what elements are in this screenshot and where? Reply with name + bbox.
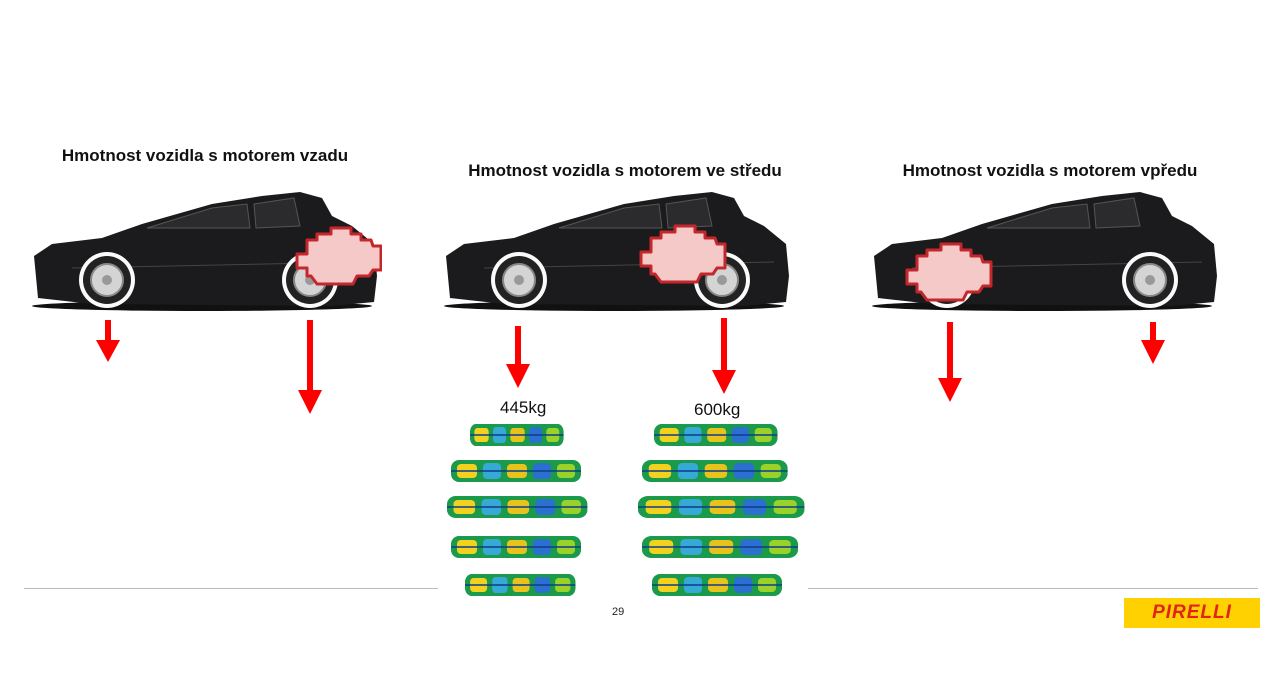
car-mid-engine [444, 191, 790, 312]
weight-label-rear: 600kg [694, 400, 741, 419]
pirelli-logo-text: PIRELLI [1152, 602, 1232, 623]
weight-arrow-front-large [938, 322, 962, 402]
car-rear-engine [32, 191, 382, 312]
weight-arrow-front-mid [506, 326, 530, 388]
weight-label-front: 445kg [500, 398, 547, 417]
tire-footprint-rear [637, 423, 806, 597]
title-front-engine: Hmotnost vozidla s motorem vpředu [902, 161, 1198, 180]
tire-footprint-front [446, 423, 589, 597]
title-mid-engine: Hmotnost vozidla s motorem ve středu [468, 161, 782, 180]
weight-arrow-rear-small [1141, 322, 1165, 364]
weight-arrow-rear-mid [712, 318, 736, 394]
page-number: 29 [612, 606, 625, 618]
footer-divider-left [24, 588, 438, 589]
weight-arrow-rear-large [298, 320, 322, 414]
car-front-engine [872, 191, 1218, 312]
title-rear-engine: Hmotnost vozidla s motorem vzadu [61, 146, 349, 165]
weight-arrow-front-small [96, 320, 120, 362]
pirelli-logo: PIRELLI [1124, 598, 1260, 628]
footer-divider-right [808, 588, 1258, 589]
